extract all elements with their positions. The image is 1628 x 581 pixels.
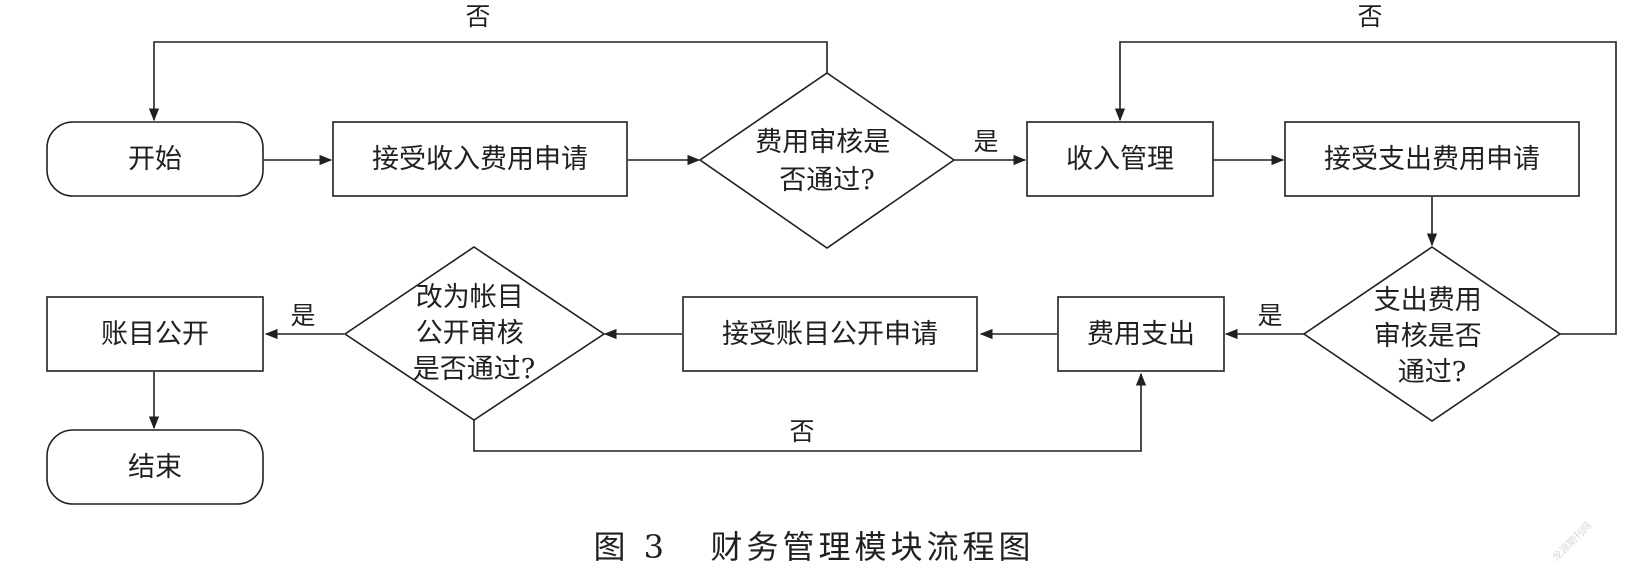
receive-income-label: 接受收入费用申请 — [372, 144, 588, 175]
receive-expense-label: 接受支出费用申请 — [1324, 144, 1540, 175]
income-manage-label: 收入管理 — [1066, 144, 1174, 175]
start-label: 开始 — [128, 144, 182, 175]
account-review-diamond — [343, 246, 606, 421]
end-terminal — [46, 429, 264, 505]
end-label: 结束 — [128, 452, 182, 483]
edge-label-no-expense: 否 — [1357, 2, 1382, 31]
account-open-box — [46, 296, 264, 372]
receive-expense-box — [1284, 121, 1580, 197]
income-manage-box — [1026, 121, 1214, 197]
receive-income-box — [332, 121, 628, 197]
expense-pay-label: 费用支出 — [1087, 319, 1195, 350]
edge-label-yes-income: 是 — [973, 127, 998, 156]
expense-review-diamond — [1302, 246, 1562, 422]
figure-caption: 图 3 财务管理模块流程图 — [0, 522, 1628, 568]
edge-label-no-income: 否 — [465, 2, 490, 31]
edge-label-yes-account: 是 — [290, 301, 315, 330]
expense-review-label: 支出费用 审核是否 通过? — [1374, 285, 1491, 388]
account-review-label: 改为帐目 公开审核 是否通过? — [413, 282, 535, 385]
receive-account-label: 接受账目公开申请 — [722, 319, 938, 350]
account-open-label: 账目公开 — [101, 319, 209, 350]
flowchart: 开始 接受收入费用申请 费用审核是 否通过? 收入管理 接受支出费用申请 支出费… — [46, 2, 1617, 505]
start-terminal — [46, 121, 264, 197]
figure-title: 财务管理模块流程图 — [710, 528, 1035, 566]
edge-label-no-account: 否 — [789, 417, 814, 446]
edge-expense-review-no — [1114, 41, 1617, 335]
edge-label-yes-expense: 是 — [1257, 301, 1282, 330]
receive-account-box — [682, 296, 978, 372]
income-review-diamond — [698, 72, 956, 249]
edge-account-review-no — [473, 372, 1147, 452]
expense-pay-box — [1057, 296, 1225, 372]
edge-income-review-no — [148, 41, 828, 122]
figure-number: 图 3 — [593, 528, 668, 566]
income-review-label: 费用审核是 否通过? — [755, 127, 899, 196]
